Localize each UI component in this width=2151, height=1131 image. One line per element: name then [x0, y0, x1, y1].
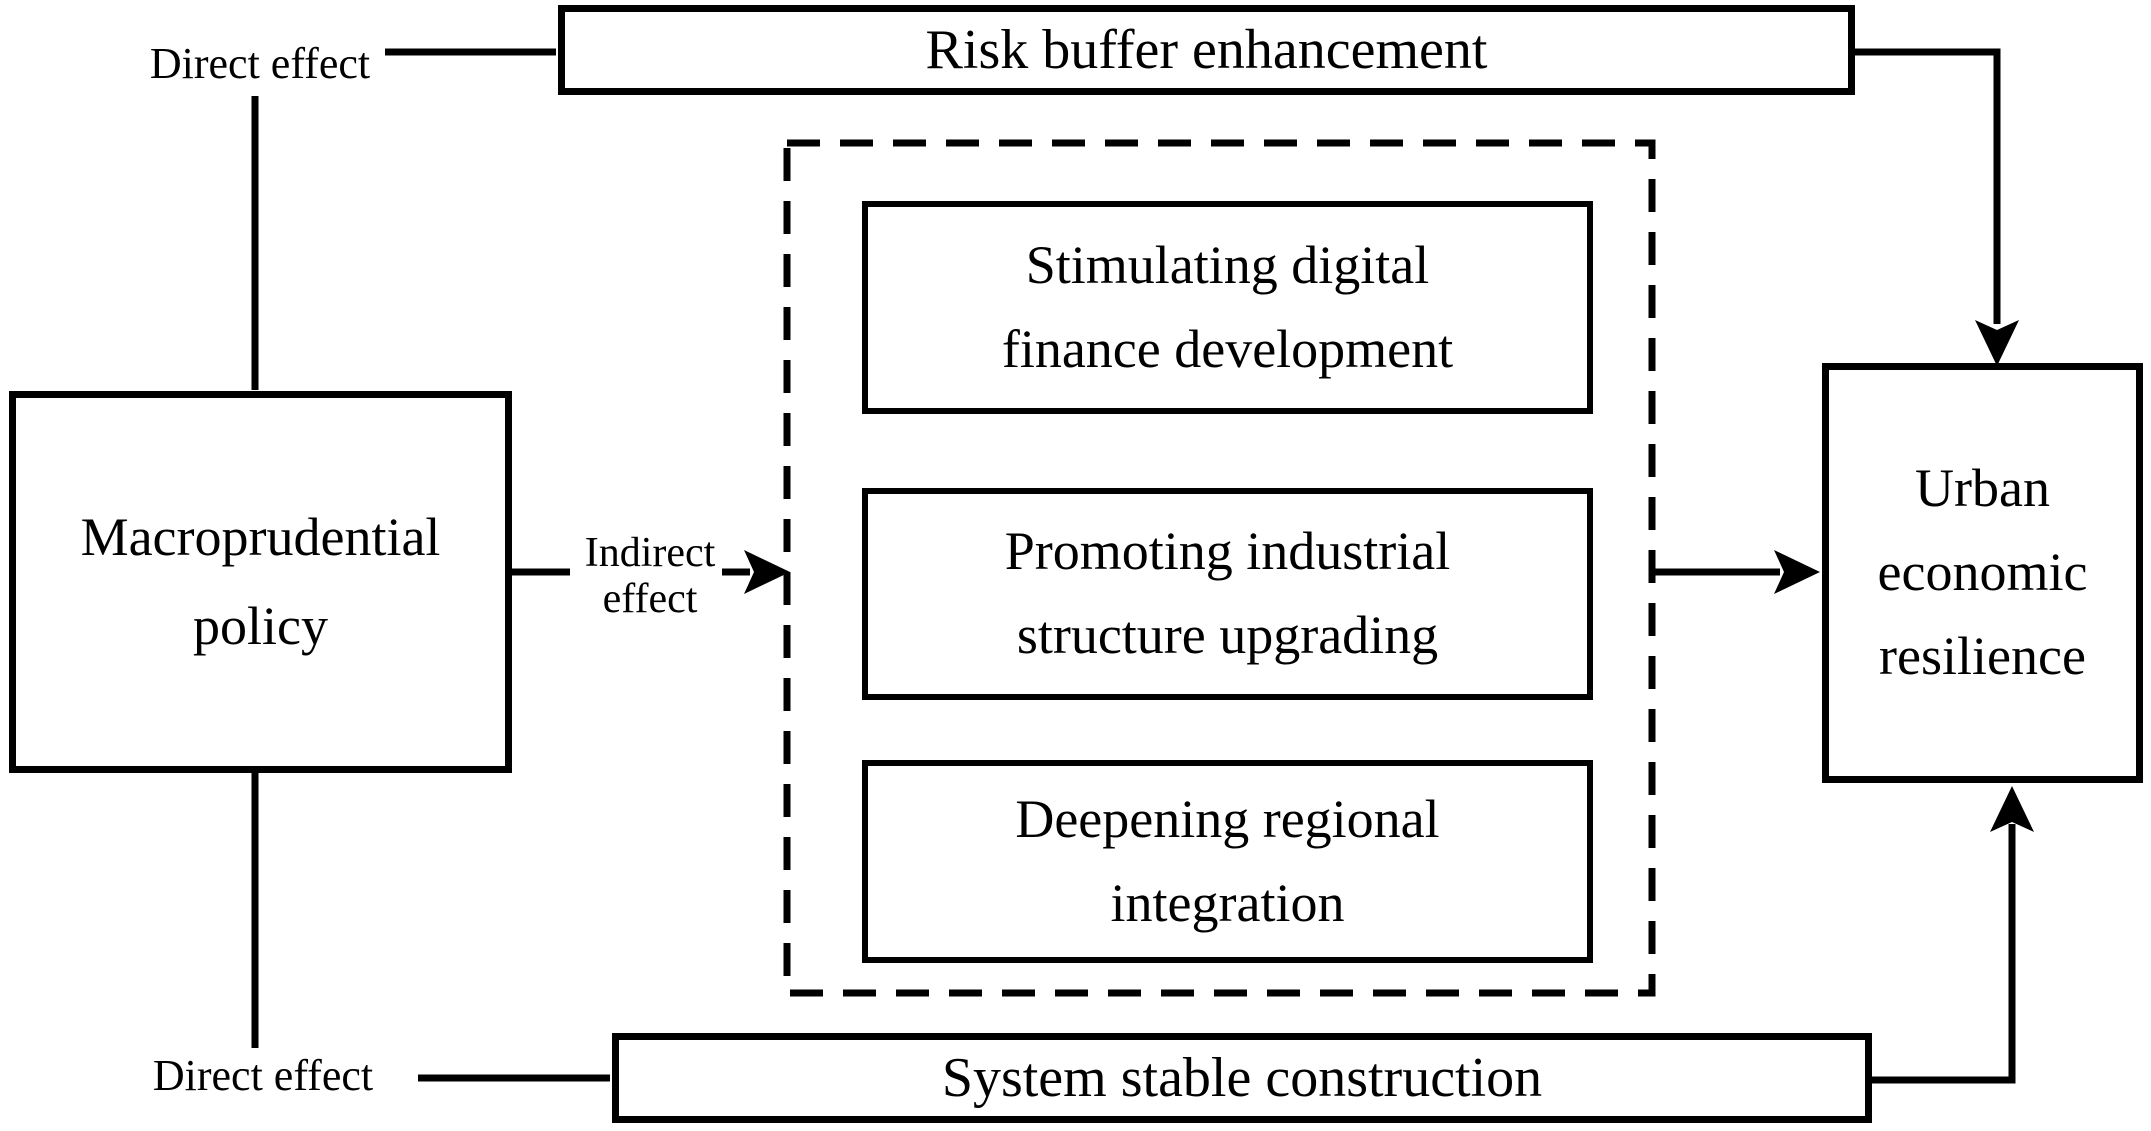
mediation-dashed-border	[783, 139, 1656, 997]
urban-economic-resilience-box: Urban economic resilience	[1822, 363, 2143, 783]
direct-effect-label-bottom: Direct effect	[152, 1051, 374, 1100]
mediator1-line1: Stimulating digital	[1025, 234, 1430, 295]
macroprudential-policy-line2: policy	[193, 596, 328, 656]
arrowhead-down-icon	[1975, 320, 2019, 366]
macroprudential-policy-box: Macroprudential policy	[9, 391, 512, 773]
arrow-risk-to-urban	[1852, 48, 2019, 366]
macroprudential-policy-line1: Macroprudential	[80, 506, 441, 567]
mediator2-line2: structure upgrading	[1016, 605, 1439, 665]
deepening-regional-integration-box: Deepening regional integration	[862, 760, 1593, 963]
arrowhead-up-icon	[1990, 786, 2034, 832]
mediator2-line1: Promoting industrial	[1004, 521, 1451, 582]
arrowhead-right-icon	[744, 550, 790, 594]
system-stable-construction-label: System stable construction	[941, 1047, 1543, 1109]
direct-effect-label-top: Direct effect	[149, 39, 371, 88]
stimulating-digital-finance-box: Stimulating digital finance development	[862, 201, 1593, 414]
arrowhead-right-icon	[1774, 550, 1820, 594]
mediator3-line2: integration	[1110, 872, 1345, 933]
mediator3-line1: Deepening regional	[1015, 788, 1440, 849]
indirect-effect-label: Indirect effect	[520, 530, 780, 622]
risk-buffer-enhancement-label: Risk buffer enhancement	[925, 19, 1488, 81]
urban-line1: Urban	[1915, 458, 2050, 519]
urban-line2: economic	[1877, 542, 2088, 603]
promoting-industrial-structure-box: Promoting industrial structure upgrading	[862, 488, 1593, 700]
system-stable-construction-box: System stable construction	[612, 1033, 1872, 1123]
arrow-macro-to-mediators	[512, 550, 790, 594]
arrow-system-to-urban	[1870, 786, 2034, 1084]
mediator1-line2: finance development	[1001, 318, 1454, 379]
urban-line3: resilience	[1879, 625, 2086, 686]
arrow-mediators-to-urban	[1650, 550, 1820, 594]
indirect-effect-line2: effect	[602, 576, 698, 623]
indirect-effect-line1: Indirect	[584, 530, 716, 576]
risk-buffer-enhancement-box: Risk buffer enhancement	[558, 5, 1855, 95]
